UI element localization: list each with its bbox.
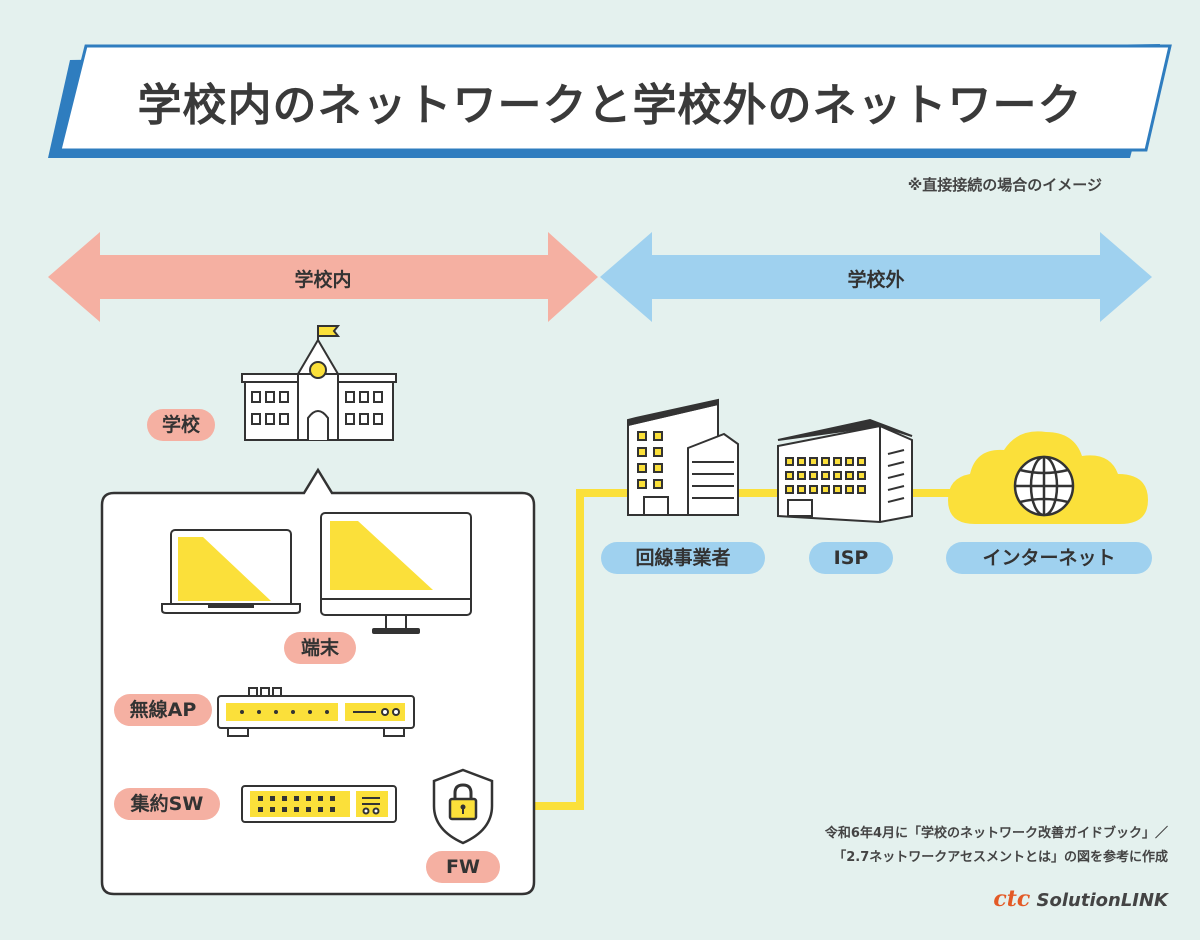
- page-title: 学校内のネットワークと学校外のネットワーク: [137, 80, 1083, 131]
- isp-label: ISP: [809, 542, 893, 574]
- aggregation-switch-icon: [241, 785, 397, 823]
- laptop-icon: [161, 529, 301, 614]
- inside-arrow-label: 学校内: [294, 269, 352, 291]
- aggregation-sw-label: 集約SW: [114, 788, 220, 820]
- outside-arrow-label: 学校外: [847, 269, 905, 291]
- wireless-ap-label: 無線AP: [114, 694, 212, 726]
- desktop-monitor-icon: [320, 512, 472, 634]
- terminal-label: 端末: [284, 632, 356, 664]
- school-label: 学校: [147, 409, 215, 441]
- firewall-label: FW: [426, 851, 500, 883]
- brand-logo: ctc SolutionLINK: [993, 886, 1168, 912]
- brand-mark: ctc: [993, 886, 1031, 912]
- globe-icon: [1013, 455, 1075, 517]
- carrier-label: 回線事業者: [601, 542, 765, 574]
- internet-label: インターネット: [946, 542, 1152, 574]
- title-banner: [48, 44, 1172, 158]
- firewall-shield-icon: [432, 768, 494, 845]
- note-text: ※直接接続の場合のイメージ: [907, 176, 1102, 194]
- carrier-building-icon: [627, 398, 739, 516]
- school-building-icon: [241, 325, 397, 441]
- credit-line-1: 令和6年4月に「学校のネットワーク改善ガイドブック」／: [824, 826, 1168, 841]
- credit-line-2: 「2.7ネットワークアセスメントとは」の図を参考に作成: [833, 850, 1168, 865]
- inside-arrow: [48, 232, 598, 322]
- wireless-ap-icon: [217, 687, 415, 737]
- outside-arrow: [600, 232, 1152, 322]
- brand-name: SolutionLINK: [1036, 890, 1168, 911]
- isp-building-icon: [777, 418, 913, 524]
